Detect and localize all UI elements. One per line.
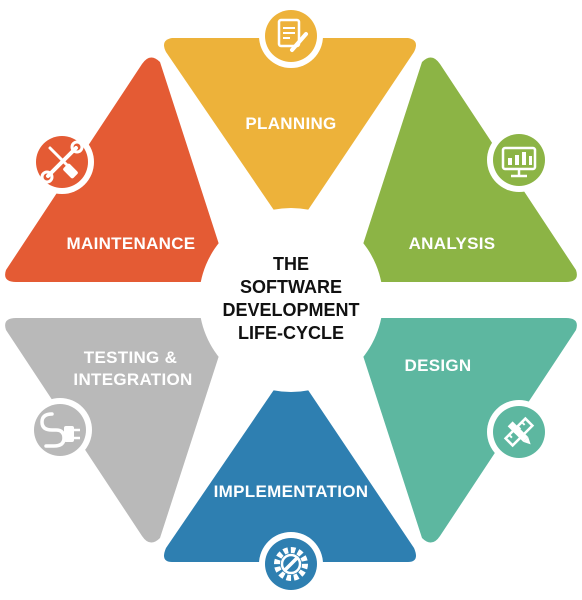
segment-testing: TESTING & INTEGRATION <box>5 318 228 543</box>
wrench-screwdriver-icon <box>30 130 94 194</box>
segment-design: DESIGN <box>354 318 577 543</box>
segment-planning: PLANNING <box>164 4 416 227</box>
center-hub: THE SOFTWARE DEVELOPMENT LIFE-CYCLE <box>199 208 383 392</box>
segment-testing-label-line1: TESTING & <box>84 348 177 367</box>
center-circle <box>199 208 383 392</box>
segment-design-label: DESIGN <box>405 356 472 375</box>
gear-wrench-icon <box>259 532 323 596</box>
segment-testing-label-line2: INTEGRATION <box>73 370 192 389</box>
monitor-chart-icon <box>487 128 551 192</box>
document-pen-icon <box>259 4 323 68</box>
center-title-line4: LIFE-CYCLE <box>238 323 344 343</box>
segment-design-shape <box>354 318 577 543</box>
segment-analysis: ANALYSIS <box>354 57 577 282</box>
segment-analysis-label: ANALYSIS <box>409 234 496 253</box>
segment-maintenance: MAINTENANCE <box>5 57 228 282</box>
center-title-line1: THE <box>273 254 309 274</box>
ruler-pencil-icon <box>487 400 551 464</box>
plug-cable-icon <box>28 398 92 462</box>
segment-maintenance-label: MAINTENANCE <box>67 234 196 253</box>
center-title-line3: DEVELOPMENT <box>222 300 359 320</box>
segment-planning-label: PLANNING <box>245 114 336 133</box>
segment-testing-shape <box>5 318 228 543</box>
segment-planning-shape <box>164 38 416 227</box>
segment-maintenance-shape <box>5 57 228 282</box>
segment-implementation-label: IMPLEMENTATION <box>214 482 369 501</box>
segment-testing-label: TESTING & INTEGRATION <box>73 348 192 389</box>
segment-implementation-shape <box>164 373 416 562</box>
center-title-line2: SOFTWARE <box>240 277 342 297</box>
segment-implementation: IMPLEMENTATION <box>164 373 416 596</box>
segment-analysis-shape <box>354 57 577 282</box>
